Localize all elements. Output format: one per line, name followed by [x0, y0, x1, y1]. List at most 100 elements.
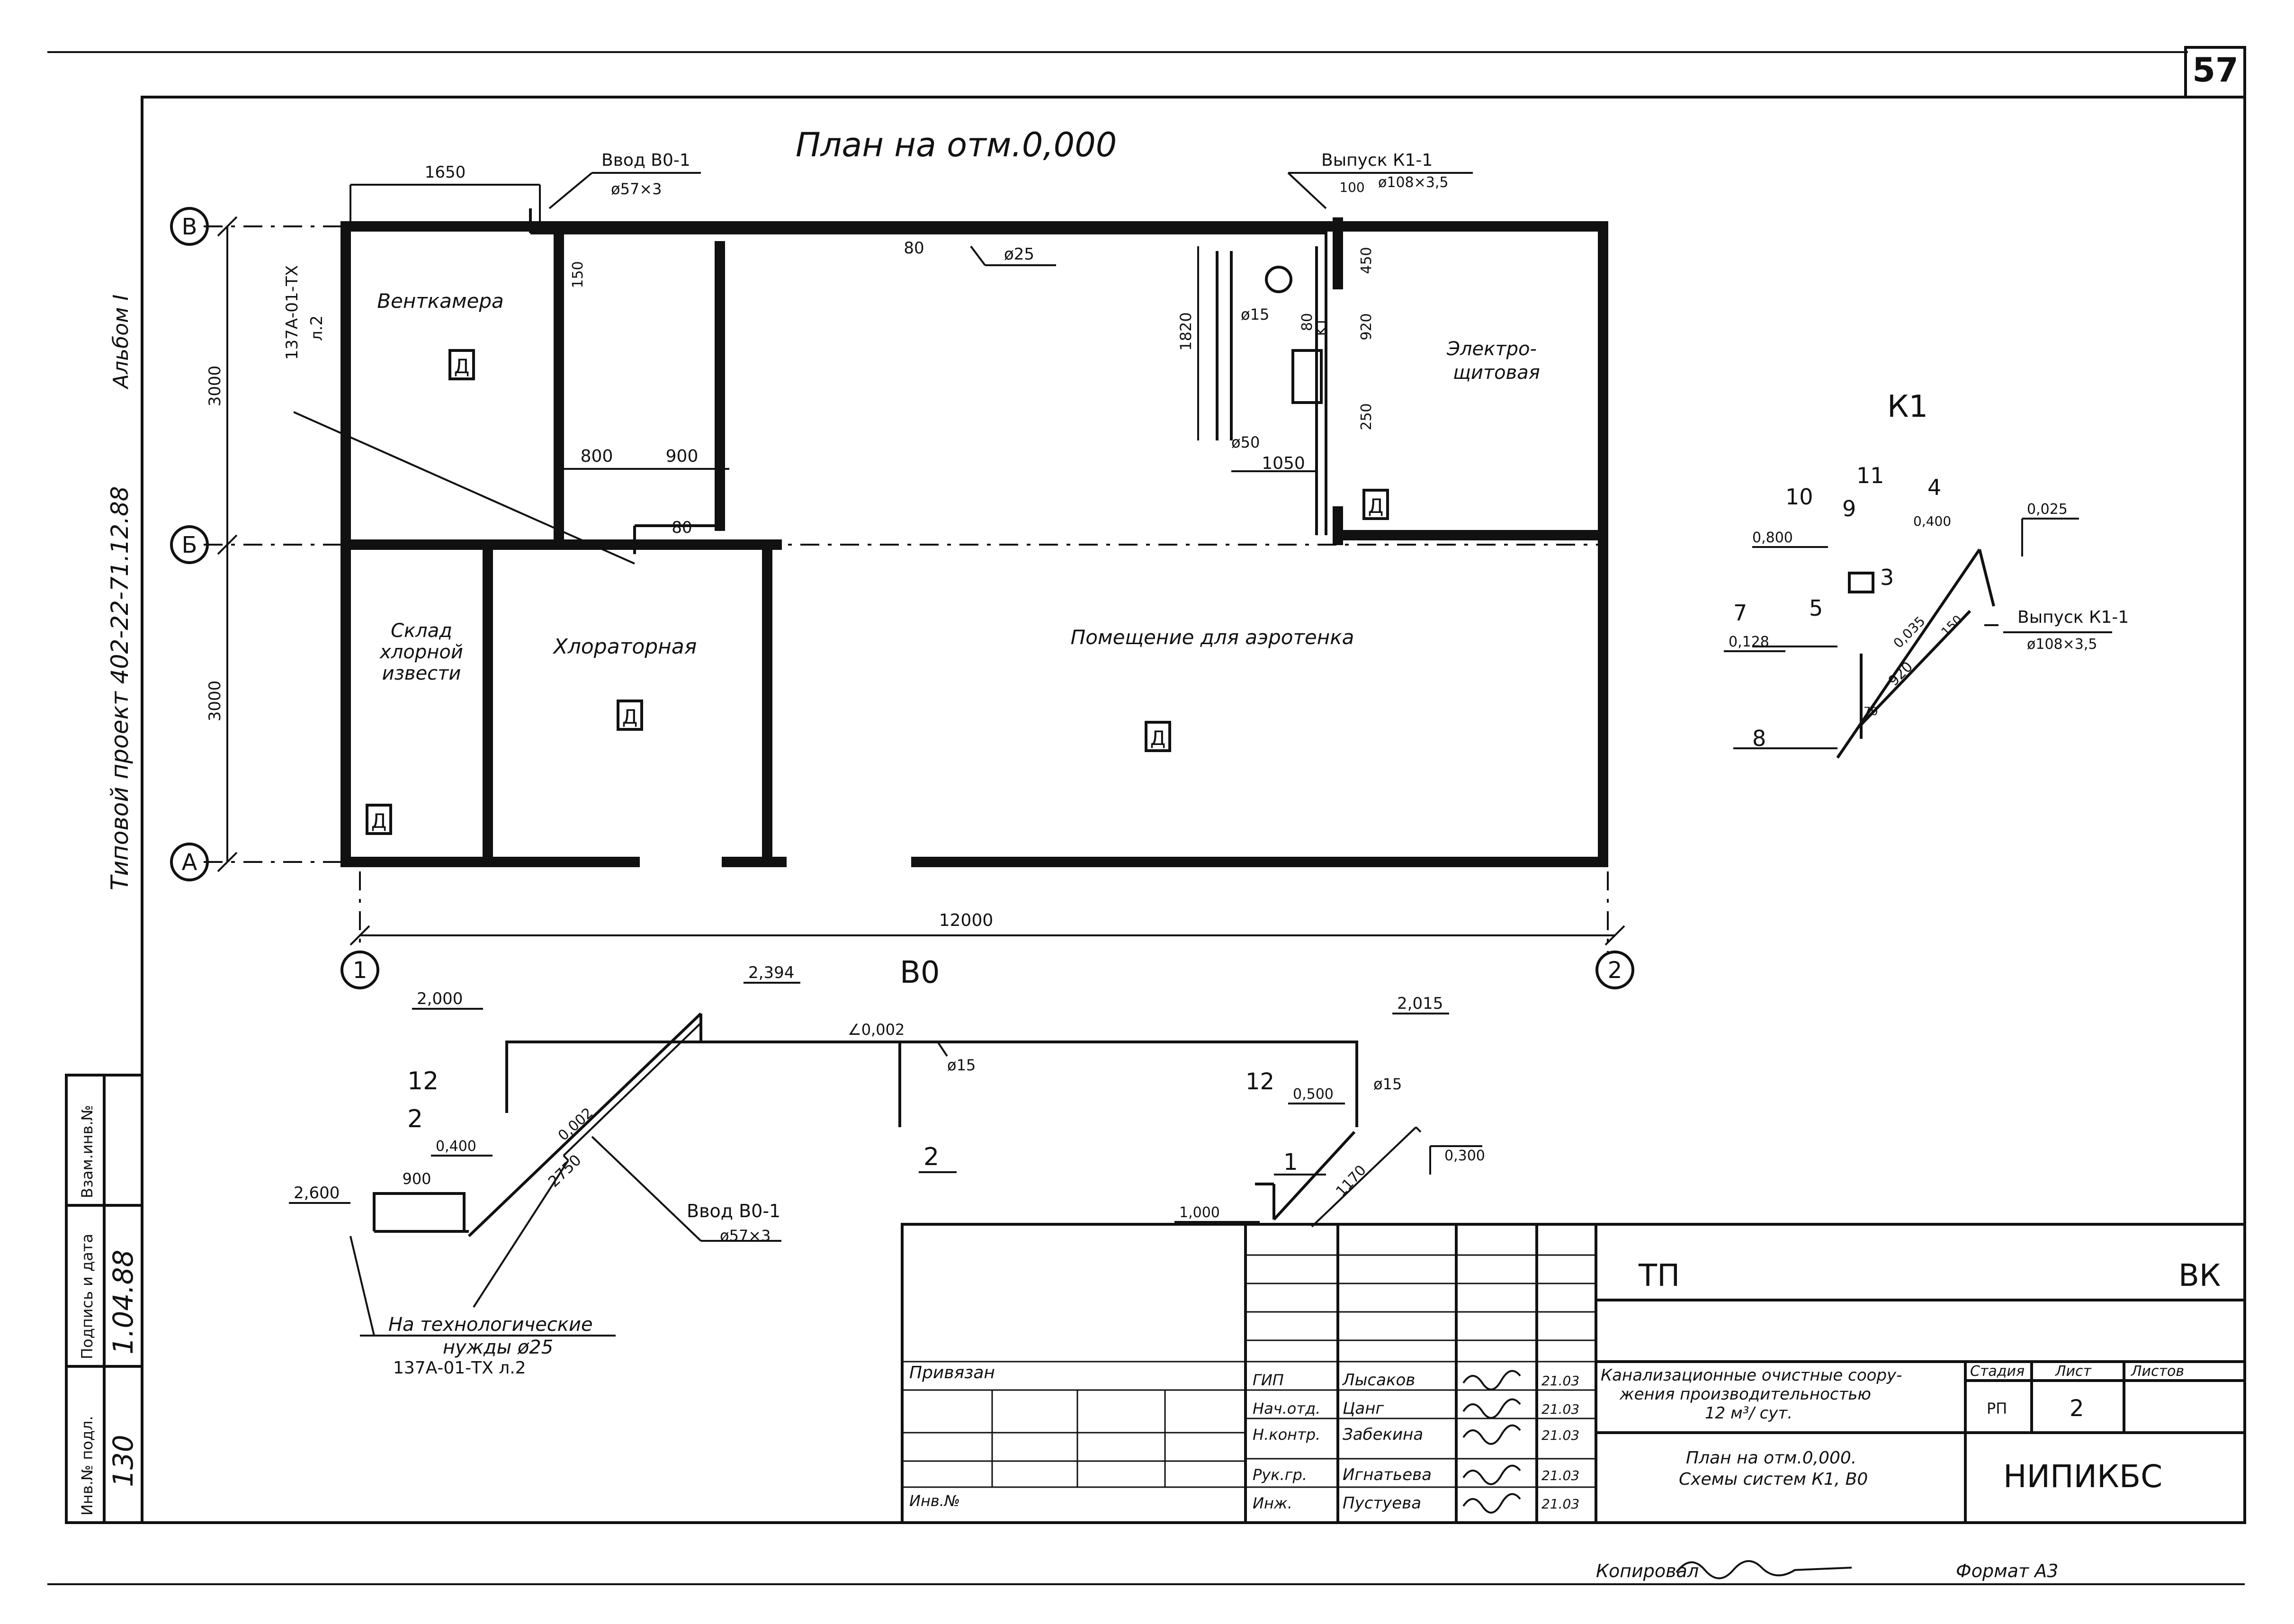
k1-scheme: [1724, 518, 2112, 759]
v0-l2000: 2,000: [417, 989, 463, 1008]
album-label: Альбом I: [109, 295, 133, 390]
mark-electro: Д: [1368, 494, 1384, 518]
plan-vypusk-diameter: ø108×3,5: [1378, 174, 1448, 191]
v0-l1000: 1,000: [1179, 1204, 1220, 1221]
v0-scheme: [349, 1012, 1482, 1337]
dim-80-top: 80: [904, 239, 924, 258]
tb-name-1: Цанг: [1343, 1399, 1384, 1418]
footer-copied: Копировал: [1596, 1561, 1699, 1581]
k1-n3: 3: [1880, 565, 1894, 590]
v0-d15-main: ø15: [947, 1056, 976, 1074]
room-sklad-3: извести: [382, 663, 461, 684]
mark-sklad: Д: [371, 809, 387, 833]
plan-d50: ø50: [1231, 433, 1260, 451]
project-label: Типовой проект 402-22-71.12.88: [106, 486, 134, 890]
tb-signatures: [1462, 1370, 1521, 1514]
v0-l0300: 0,300: [1444, 1148, 1485, 1164]
v0-title: В0: [900, 955, 940, 990]
k1-l0128: 0,128: [1729, 634, 1769, 650]
tb-object-3: 12 м³/ сут.: [1705, 1404, 1792, 1423]
plan-pipes: [529, 208, 1327, 554]
k1-d920: 920: [1885, 658, 1916, 689]
tb-date-2: 21.03: [1541, 1427, 1579, 1443]
tb-h-sheets: Листов: [2131, 1363, 2184, 1380]
v0-vvod-d: ø57×3: [720, 1227, 771, 1245]
tb-h-sheet: Лист: [2055, 1363, 2092, 1380]
v0-callout-12b: 12: [1246, 1068, 1274, 1095]
v0-tech-2: нужды ø25: [443, 1337, 553, 1358]
tb-sheet-1: План на отм.0,000.: [1686, 1448, 1856, 1468]
v0-callout-2: 2: [407, 1105, 423, 1133]
k1-outlet: Выпуск К1-1: [2017, 608, 2129, 627]
side-stamp-inv-value: 130: [107, 1435, 139, 1487]
dim-150: 150: [570, 261, 586, 288]
tb-vk: ВК: [2178, 1258, 2221, 1293]
k1-l0025: 0,025: [2027, 501, 2068, 518]
v0-slope: 0,002: [555, 1104, 596, 1144]
plan-vvod-diameter: ø57×3: [611, 180, 662, 198]
room-chlor: Хлораторная: [553, 635, 697, 659]
plan-dimensions: [217, 184, 1625, 946]
plan-title: План на отм.0,000: [796, 126, 1117, 164]
dim-12000: 12000: [939, 911, 994, 930]
k1-n9: 9: [1842, 496, 1856, 521]
v0-d900: 900: [402, 1170, 431, 1188]
tb-h-stage: Стадия: [1970, 1363, 2025, 1380]
v0-l2600: 2,600: [294, 1184, 340, 1202]
axis-a: А: [182, 849, 197, 876]
dim-80-vertical: 80: [1299, 313, 1316, 331]
tb-role-3: Рук.гр.: [1253, 1466, 1307, 1484]
v0-d1170: 1170: [1333, 1162, 1370, 1200]
mark-ventkamera: Д: [454, 355, 470, 378]
v0-vvod: Ввод В0-1: [687, 1201, 780, 1221]
tb-name-2: Забекина: [1343, 1425, 1423, 1444]
v0-callout-12: 12: [407, 1067, 439, 1095]
k1-n4: 4: [1927, 475, 1941, 500]
tb-privyazan: Привязан: [909, 1363, 995, 1382]
side-stamp-inv: Инв.№ подл.: [78, 1416, 96, 1516]
plan-walls: [341, 217, 1608, 867]
side-stamp-date: 1.04.88: [107, 1250, 139, 1355]
v0-callout-2b: 2: [923, 1143, 939, 1171]
k1-d70: 70: [1864, 705, 1878, 718]
plan-axes: В Б А 1 2: [170, 207, 1634, 989]
plan-ref-sheet: л.2: [307, 315, 326, 341]
room-electro-2: щитовая: [1453, 362, 1540, 384]
k1-l0400: 0,400: [1913, 513, 1951, 529]
tb-v-stage: РП: [1987, 1400, 2007, 1418]
dim-3000-top: 3000: [206, 366, 224, 407]
label-k1-plan: K1: [1313, 318, 1330, 336]
plan-ref: 137А-01-ТХ: [283, 265, 302, 360]
dim-80: 80: [672, 518, 692, 537]
plan-vypusk-label: Выпуск К1-1: [1321, 151, 1433, 170]
v0-tech-1: На технологические: [388, 1314, 593, 1336]
v0-slope-main: ∠0,002: [848, 1021, 905, 1039]
tb-org: НИПИКБС: [2003, 1458, 2162, 1495]
tb-object-2: жения производительностью: [1619, 1385, 1871, 1404]
tb-role-0: ГИП: [1253, 1371, 1284, 1389]
dim-1820: 1820: [1177, 312, 1195, 350]
v0-callout-1: 1: [1283, 1149, 1298, 1175]
room-marks: Д Д Д Д Д: [366, 349, 1389, 835]
side-stamp-podpis: Подпись и дата: [78, 1234, 96, 1359]
axis-b: Б: [182, 532, 197, 558]
room-sklad-2: хлорной: [379, 641, 463, 663]
v0-l0500: 0,500: [1293, 1086, 1334, 1103]
tb-role-4: Инж.: [1253, 1494, 1292, 1512]
mark-chlor: Д: [622, 705, 638, 728]
axis-1: 1: [353, 957, 367, 984]
room-sklad-1: Склад: [391, 620, 452, 642]
tb-date-1: 21.03: [1541, 1401, 1579, 1417]
k1-n8: 8: [1752, 726, 1766, 751]
room-ventkamera: Венткамера: [377, 289, 504, 313]
tb-name-3: Игнатьева: [1343, 1465, 1432, 1484]
k1-n11: 11: [1856, 463, 1884, 488]
plan-vvod-label: Ввод В0-1: [601, 151, 690, 170]
side-stamp-vzam: Взам.инв.№: [78, 1105, 96, 1198]
tb-date-0: 21.03: [1541, 1373, 1579, 1389]
v0-l2394: 2,394: [748, 963, 794, 982]
room-electro-1: Электро-: [1446, 338, 1537, 360]
side-stamp: Взам.инв.№ Подпись и дата Инв.№ подл. 1.…: [65, 1074, 143, 1524]
tb-v-sheet: 2: [2070, 1395, 2084, 1422]
